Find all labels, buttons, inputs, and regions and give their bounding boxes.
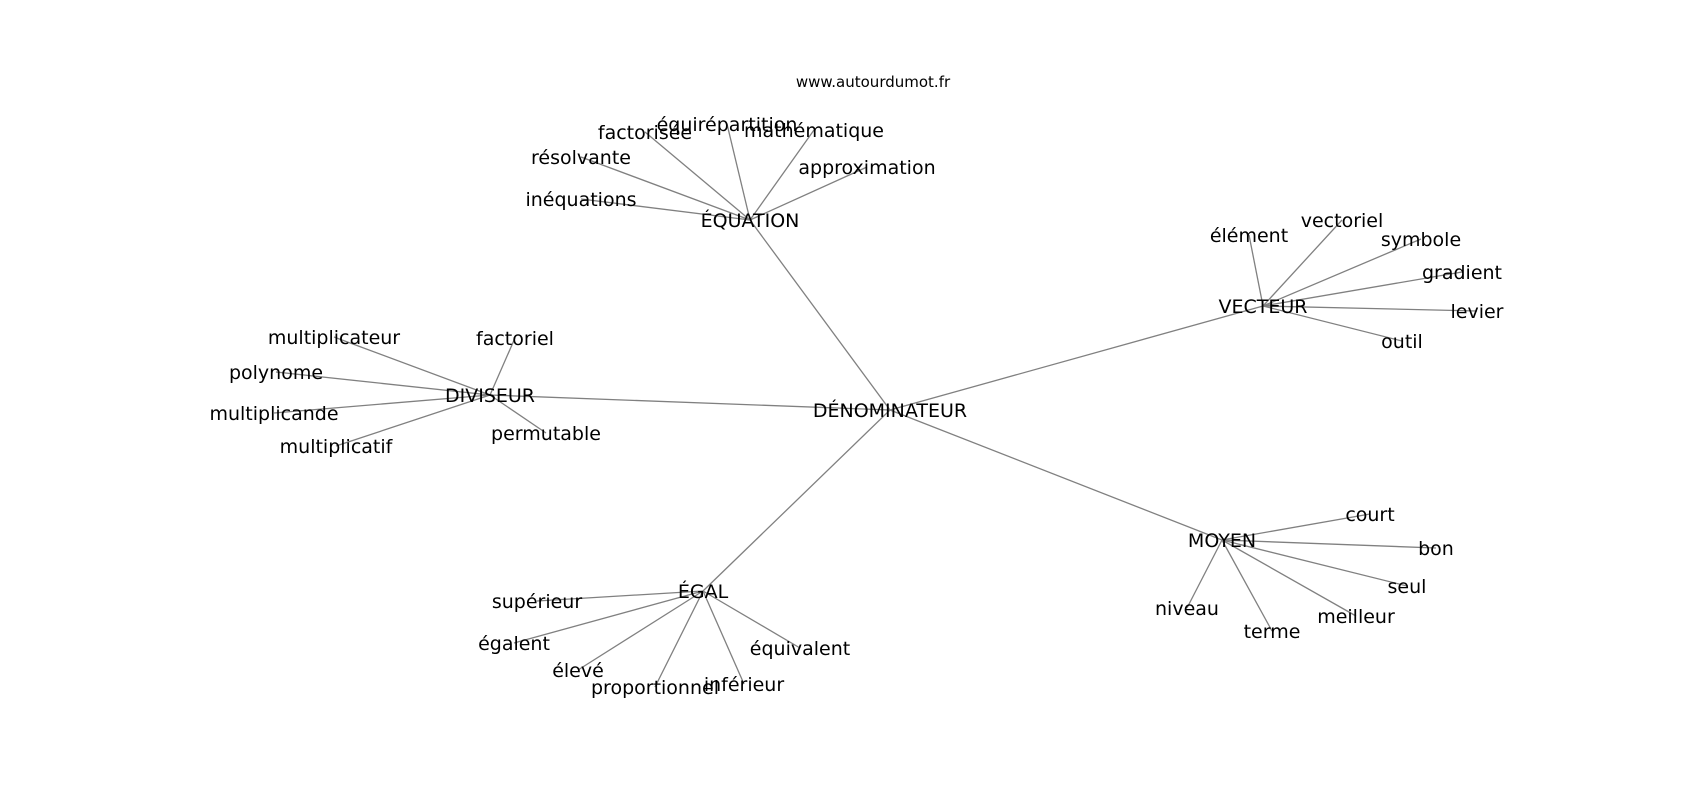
hub-node-vecteur: VECTEUR bbox=[1219, 296, 1308, 318]
center-node-label: DÉNOMINATEUR bbox=[813, 399, 967, 422]
labels-layer: DÉNOMINATEUR ÉQUATION inéquations résolvant… bbox=[209, 114, 1503, 699]
hub-node-egal: ÉGAL bbox=[678, 580, 729, 603]
edge-equation-leaf-1 bbox=[580, 198, 751, 221]
leaf-node-equation-leaf-5: mathématique bbox=[744, 120, 884, 142]
leaf-node-equation-leaf-3: factorisée bbox=[598, 122, 692, 144]
edge-moyen-leaf-2 bbox=[1221, 539, 1437, 549]
edge-egal-leaf-2 bbox=[513, 590, 704, 644]
hub-node-diviseur: DIVISEUR bbox=[445, 385, 535, 407]
leaf-node-egal-leaf-5: inférieur bbox=[704, 674, 785, 696]
edge-moyen-leaf-6 bbox=[1186, 539, 1223, 609]
leaf-node-equation-leaf-4: équirépartition bbox=[657, 114, 798, 136]
edge-moyen-leaf-1 bbox=[1221, 513, 1371, 541]
edge-moyen-leaf-3 bbox=[1221, 539, 1408, 587]
edge-diviseur-leaf-6 bbox=[489, 394, 547, 434]
leaf-node-vecteur-leaf-1: élément bbox=[1210, 225, 1288, 247]
leaf-node-equation-leaf-1: inéquations bbox=[525, 189, 636, 211]
leaf-node-moyen-leaf-4: meilleur bbox=[1317, 606, 1395, 628]
edge-diviseur-leaf-1 bbox=[333, 336, 491, 396]
leaf-node-vecteur-leaf-4: gradient bbox=[1422, 262, 1502, 284]
leaf-node-diviseur-leaf-2: factoriel bbox=[476, 328, 554, 350]
edge-egal-leaf-4 bbox=[654, 590, 704, 688]
edge-vecteur-leaf-3 bbox=[1262, 238, 1422, 307]
leaf-node-moyen-leaf-6: niveau bbox=[1155, 598, 1219, 620]
edge-diviseur-leaf-4 bbox=[273, 394, 491, 414]
edge-vecteur-leaf-4 bbox=[1262, 271, 1463, 307]
edge-center-equation bbox=[749, 219, 891, 411]
leaf-node-moyen-leaf-3: seul bbox=[1388, 576, 1427, 598]
edge-center-vecteur bbox=[889, 305, 1264, 411]
edges-layer bbox=[273, 123, 1478, 688]
leaf-node-egal-leaf-2: égalent bbox=[478, 633, 550, 655]
leaf-node-vecteur-leaf-6: outil bbox=[1381, 331, 1423, 353]
edge-diviseur-leaf-5 bbox=[335, 394, 491, 447]
leaf-node-diviseur-leaf-3: polynome bbox=[229, 362, 323, 384]
leaf-node-diviseur-leaf-5: multiplicatif bbox=[280, 436, 394, 458]
leaf-node-egal-leaf-4: proportionnel bbox=[591, 677, 719, 699]
edge-center-moyen bbox=[889, 409, 1223, 541]
edge-center-diviseur bbox=[489, 394, 891, 411]
hub-node-equation: ÉQUATION bbox=[701, 209, 800, 232]
edge-vecteur-leaf-1 bbox=[1248, 234, 1264, 307]
edge-equation-leaf-3 bbox=[644, 131, 751, 221]
edge-moyen-leaf-4 bbox=[1221, 539, 1357, 617]
edge-moyen-leaf-5 bbox=[1221, 539, 1273, 632]
edge-diviseur-leaf-2 bbox=[489, 337, 516, 396]
edge-egal-leaf-1 bbox=[536, 590, 704, 602]
edge-egal-leaf-5 bbox=[702, 590, 745, 685]
source-credit: www.autourdumot.fr bbox=[796, 73, 951, 91]
edge-egal-leaf-3 bbox=[577, 590, 704, 671]
leaf-node-egal-leaf-3: élevé bbox=[552, 660, 604, 682]
leaf-node-vecteur-leaf-2: vectoriel bbox=[1301, 210, 1384, 232]
edge-egal-leaf-6 bbox=[702, 590, 801, 649]
edge-equation-leaf-5 bbox=[749, 129, 815, 221]
leaf-node-moyen-leaf-5: terme bbox=[1244, 621, 1301, 643]
edge-vecteur-leaf-2 bbox=[1262, 219, 1343, 307]
hub-node-moyen: MOYEN bbox=[1188, 530, 1256, 552]
leaf-node-moyen-leaf-2: bon bbox=[1418, 538, 1454, 560]
leaf-node-diviseur-leaf-4: multiplicande bbox=[209, 403, 338, 425]
leaf-node-vecteur-leaf-5: levier bbox=[1451, 301, 1504, 323]
leaf-node-diviseur-leaf-6: permutable bbox=[491, 423, 601, 445]
edge-vecteur-leaf-5 bbox=[1262, 305, 1478, 312]
leaf-node-diviseur-leaf-1: multiplicateur bbox=[268, 327, 400, 349]
edge-vecteur-leaf-6 bbox=[1262, 305, 1403, 342]
leaf-node-equation-leaf-6: approximation bbox=[798, 157, 935, 179]
leaf-node-egal-leaf-6: équivalent bbox=[750, 638, 850, 660]
edge-diviseur-leaf-3 bbox=[275, 371, 491, 396]
leaf-node-vecteur-leaf-3: symbole bbox=[1381, 229, 1461, 251]
edge-center-egal bbox=[702, 409, 891, 592]
leaf-node-egal-leaf-1: supérieur bbox=[492, 591, 583, 613]
leaf-node-equation-leaf-2: résolvante bbox=[531, 147, 631, 169]
edge-equation-leaf-6 bbox=[749, 166, 868, 221]
leaf-node-moyen-leaf-1: court bbox=[1345, 504, 1394, 526]
edge-equation-leaf-2 bbox=[580, 156, 751, 221]
edge-equation-leaf-4 bbox=[726, 123, 751, 221]
